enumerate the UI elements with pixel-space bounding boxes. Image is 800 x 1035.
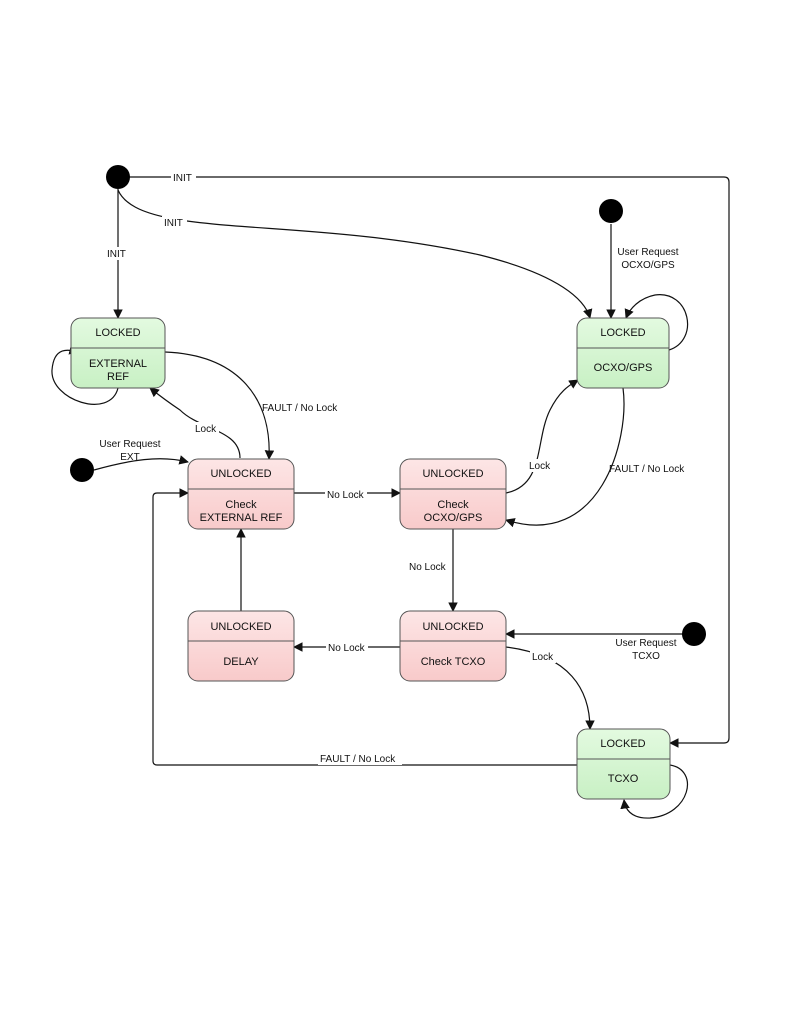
edge-label-init-down: INIT [107,249,126,260]
state-status: LOCKED [600,738,645,750]
state-locked-external-ref: LOCKED EXTERNAL REF [70,317,166,389]
edge-label-lock-ext: Lock [195,424,217,435]
edge-init-to-locked-tcxo [118,176,730,748]
initial-label-ext-line2: EXT [120,452,139,463]
state-status: UNLOCKED [422,621,483,633]
state-name-line2: EXTERNAL REF [200,512,283,524]
state-status: UNLOCKED [210,468,271,480]
state-name-line1: Check TCXO [421,656,486,668]
edge-locked-ext-fault [164,351,275,460]
edge-locked-ocxo-fault [505,387,625,528]
edge-locked-ocxo-self-loop [624,294,688,351]
state-name-line1: Check [225,499,257,511]
state-status: UNLOCKED [210,621,271,633]
state-name-line2: OCXO/GPS [424,512,483,524]
edge-locked-tcxo-self-loop [620,764,688,819]
edge-locked-tcxo-fault [152,488,577,766]
state-name-line1: TCXO [608,773,639,785]
initial-state-tcxo [682,622,706,646]
edge-label-nolock-ext-ocxo: No Lock [327,490,365,501]
edge-unlocked-ext-lock [149,387,241,459]
state-locked-tcxo: LOCKED TCXO [576,728,671,800]
state-name-line1: DELAY [223,656,259,668]
state-name-line1: OCXO/GPS [594,362,653,374]
state-locked-ocxo-gps: LOCKED OCXO/GPS [576,317,670,389]
initial-label-tcxo-line1: User Request [615,638,676,649]
state-unlocked-check-ocxo-gps: UNLOCKED Check OCXO/GPS [399,458,507,530]
initial-state-main [106,165,130,189]
edge-label-fault-tcxo: FAULT / No Lock [320,754,396,765]
edge-label-init-diag: INIT [164,218,183,229]
initial-state-ext [70,458,94,482]
edge-label-nolock-ocxo-tcxo: No Lock [409,562,447,573]
edge-label-fault-ocxo: FAULT / No Lock [609,464,685,475]
state-name-line1: EXTERNAL [89,358,147,370]
state-status: LOCKED [600,327,645,339]
edge-label-nolock-tcxo-delay: No Lock [328,643,366,654]
state-unlocked-check-external-ref: UNLOCKED Check EXTERNAL REF [187,458,295,530]
initial-label-ocxo-line2: OCXO/GPS [621,260,675,271]
initial-label-tcxo-line2: TCXO [632,651,660,662]
state-unlocked-delay: UNLOCKED DELAY [187,610,295,682]
state-status: UNLOCKED [422,468,483,480]
edge-locked-ext-self-loop [51,345,119,405]
edge-label-fault-ext: FAULT / No Lock [262,403,338,414]
edge-init-ext-to-unlocked-ext [93,455,189,471]
initial-state-ocxo [599,199,623,223]
edge-unlocked-ocxo-lock [505,379,579,494]
state-unlocked-check-tcxo: UNLOCKED Check TCXO [399,610,507,682]
initial-label-ocxo-line1: User Request [617,247,678,258]
state-name-line1: Check [437,499,469,511]
edge-label-lock-tcxo: Lock [532,652,554,663]
initial-label-ext-line1: User Request [99,439,160,450]
state-name-line2: REF [107,371,129,383]
edge-label-lock-ocxo: Lock [529,461,551,472]
edge-init-to-locked-ocxo [117,189,593,319]
edge-label-init-top: INIT [173,173,192,184]
state-status: LOCKED [95,327,140,339]
edge-unlocked-tcxo-lock [505,646,595,730]
